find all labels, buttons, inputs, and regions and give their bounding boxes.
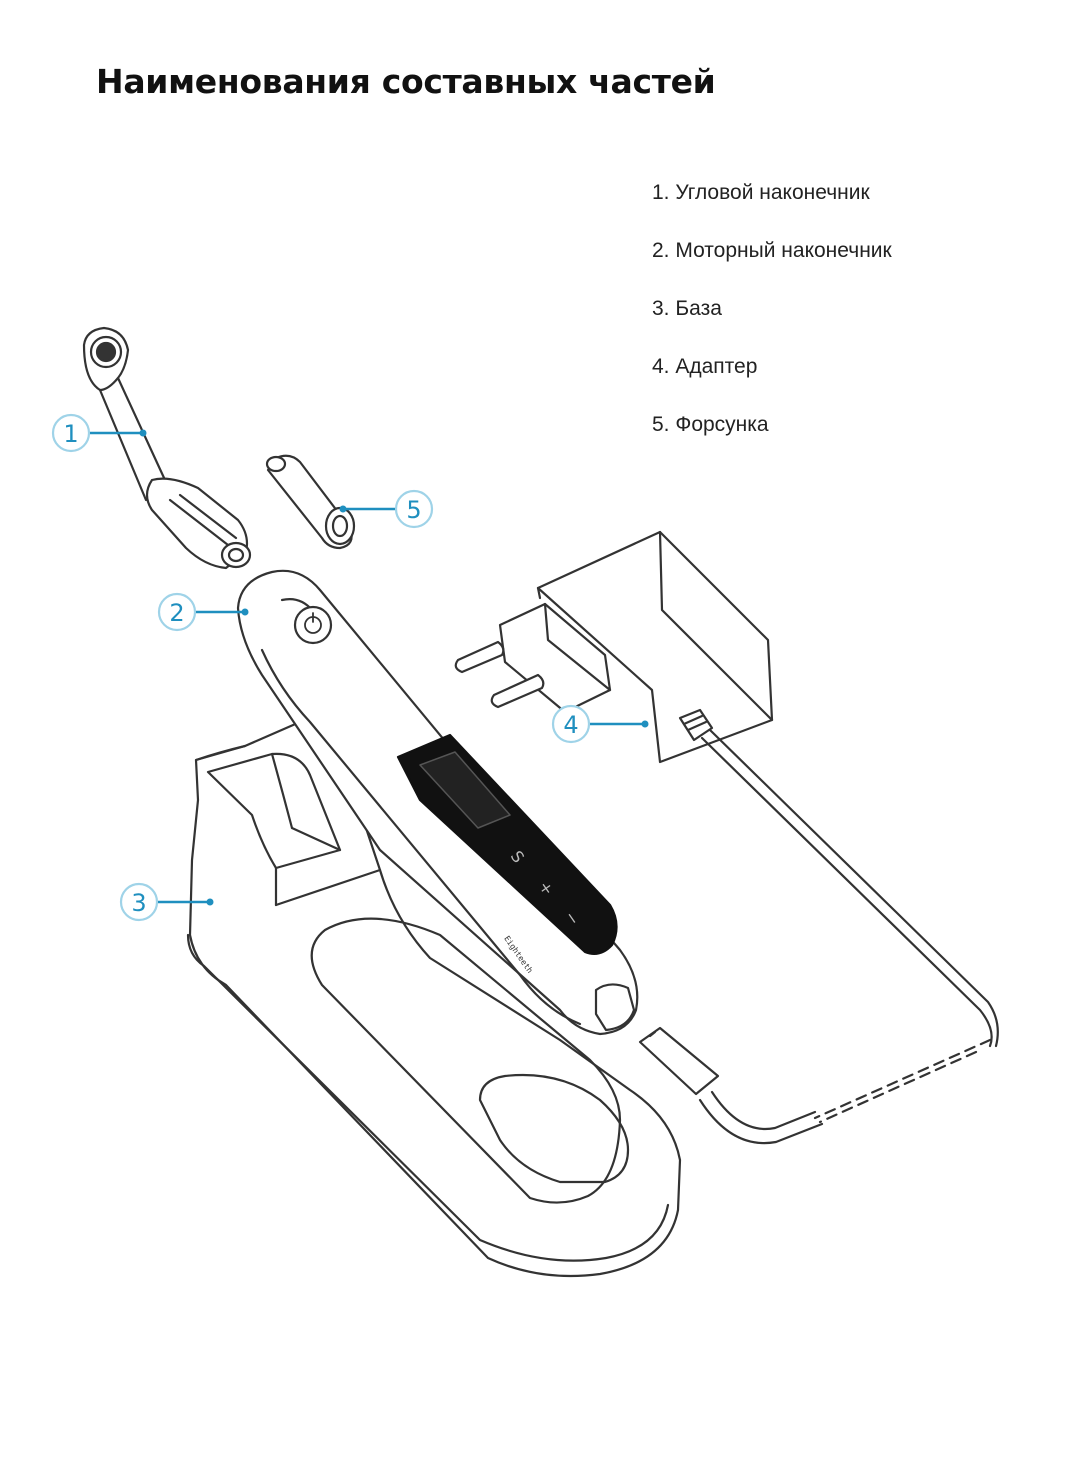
legend-item-adapter: 4. Адаптер	[652, 355, 758, 378]
svg-text:1: 1	[63, 420, 78, 448]
svg-text:5: 5	[406, 496, 421, 524]
base-cradle	[186, 720, 682, 1278]
svg-text:3: 3	[131, 889, 146, 917]
callout-4: 4	[551, 704, 649, 744]
callout-2: 2	[157, 592, 249, 632]
legend-item-contra-angle: 1. Угловой наконечник	[652, 181, 870, 204]
legend-item-base: 3. База	[652, 297, 722, 320]
callout-5: 5	[339, 489, 434, 529]
legend-item-motor-handpiece: 2. Моторный наконечник	[652, 239, 892, 262]
nozzle	[265, 454, 356, 550]
parts-legend: 1. Угловой наконечник 2. Моторный наконе…	[652, 176, 892, 466]
power-adapter	[454, 530, 999, 1145]
legend-item-nozzle: 5. Форсунка	[652, 413, 769, 436]
svg-text:4: 4	[563, 711, 578, 739]
callout-1: 1	[51, 413, 147, 453]
motor-handpiece	[236, 569, 639, 1036]
callout-3: 3	[119, 882, 214, 922]
page-title: Наименования составных частей	[96, 62, 716, 101]
svg-text:2: 2	[169, 599, 184, 627]
contra-angle-handpiece	[82, 326, 252, 570]
